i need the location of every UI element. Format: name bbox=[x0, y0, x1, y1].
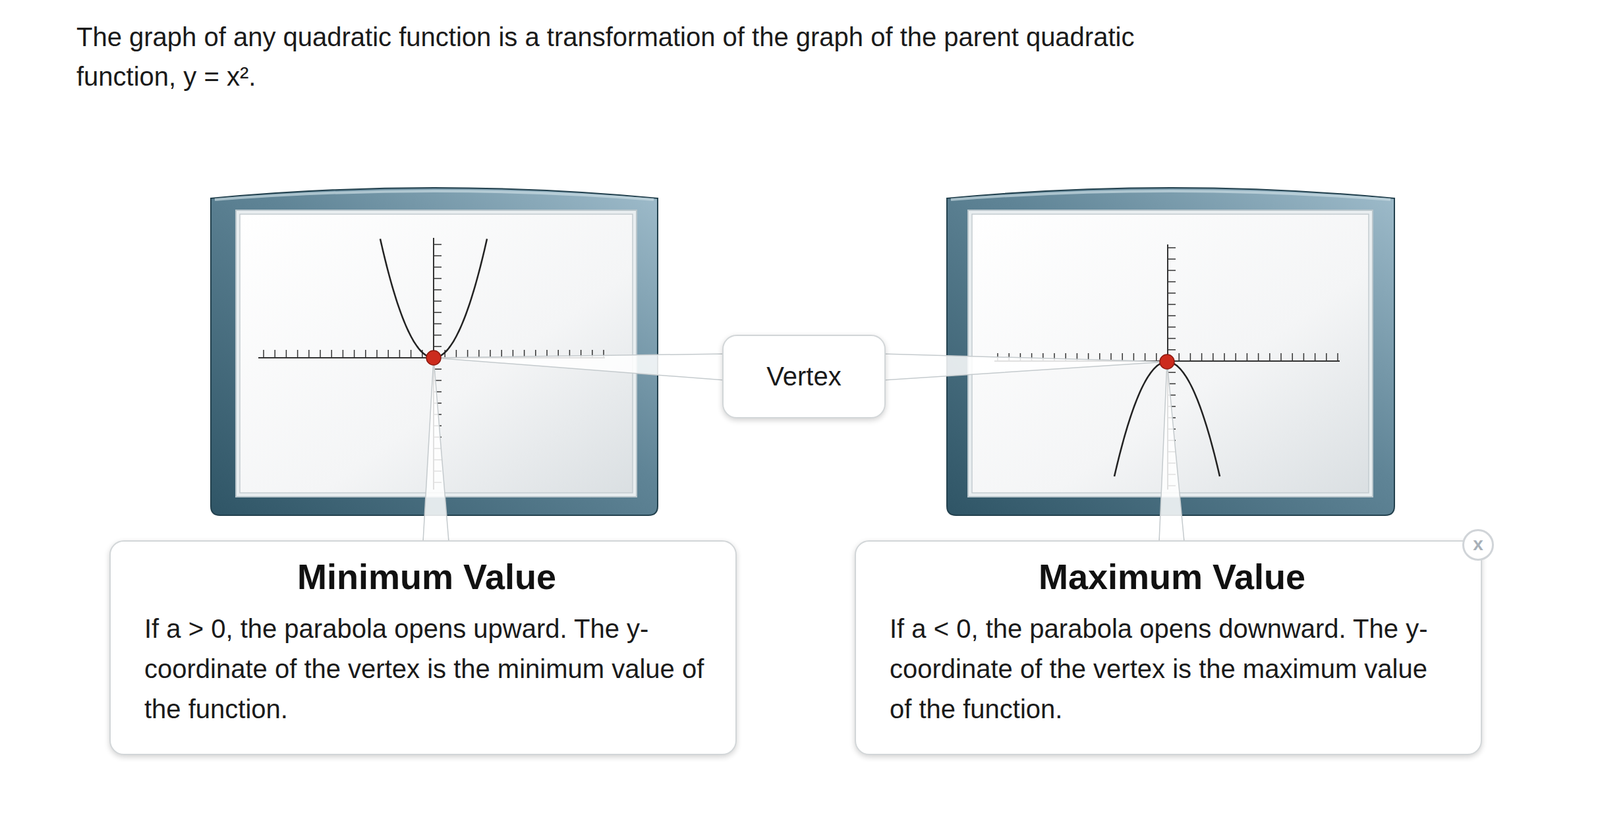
x-tick bbox=[1314, 353, 1316, 362]
x-tick bbox=[467, 349, 469, 358]
y-tick bbox=[1167, 371, 1176, 373]
y-tick bbox=[433, 278, 442, 280]
y-tick bbox=[433, 266, 442, 269]
title: The graph of any quadratic function is a… bbox=[76, 17, 1210, 97]
leader-wedge bbox=[883, 353, 1168, 381]
y-tick bbox=[433, 243, 442, 246]
x-tick bbox=[376, 349, 378, 358]
leader-wedge bbox=[1159, 361, 1185, 542]
callout-box: Vertex bbox=[722, 334, 886, 419]
x-tick bbox=[1246, 353, 1249, 362]
leader-wedge bbox=[433, 353, 725, 381]
x-tick bbox=[387, 349, 389, 358]
x-tick bbox=[478, 349, 480, 358]
box-body: If a < 0, the parabola opens downward. T… bbox=[889, 608, 1455, 730]
x-tick bbox=[1178, 353, 1180, 362]
x-tick bbox=[1280, 353, 1282, 362]
x-tick bbox=[1201, 353, 1203, 362]
y-tick bbox=[1167, 303, 1176, 306]
x-tick bbox=[456, 349, 458, 358]
x-tick bbox=[1257, 353, 1260, 362]
x-tick bbox=[1212, 353, 1214, 362]
x-tick bbox=[330, 349, 333, 358]
x-tick bbox=[1133, 353, 1135, 362]
y-tick bbox=[433, 255, 442, 257]
y-tick bbox=[1167, 247, 1176, 249]
y-tick bbox=[433, 334, 442, 337]
x-tick bbox=[1291, 353, 1293, 362]
y-tick bbox=[1167, 270, 1176, 272]
y-tick bbox=[433, 300, 442, 302]
close-button: x bbox=[1462, 529, 1494, 561]
leader-wedge bbox=[423, 357, 449, 542]
y-tick bbox=[433, 311, 442, 314]
parabola bbox=[380, 239, 487, 358]
info-box: Minimum Value If a > 0, the parabola open… bbox=[109, 540, 737, 756]
x-tick bbox=[1190, 353, 1192, 362]
vertex-dot bbox=[426, 350, 441, 366]
x-tick bbox=[1303, 353, 1305, 362]
x-tick bbox=[410, 349, 412, 358]
y-tick bbox=[1167, 314, 1176, 317]
y-tick bbox=[1167, 258, 1176, 260]
x-tick bbox=[308, 349, 310, 358]
x-tick bbox=[1234, 353, 1237, 362]
x-tick bbox=[1269, 353, 1271, 362]
x-tick bbox=[1144, 353, 1146, 362]
x-tick bbox=[399, 349, 401, 358]
x-tick bbox=[1155, 353, 1158, 362]
y-tick bbox=[1167, 292, 1176, 294]
x-tick bbox=[1325, 353, 1328, 362]
box-body: If a > 0, the parabola opens upward. The… bbox=[144, 608, 710, 730]
y-tick bbox=[433, 345, 442, 348]
x-tick bbox=[262, 349, 265, 358]
y-tick bbox=[1167, 326, 1176, 329]
y-tick bbox=[1167, 349, 1176, 351]
x-tick bbox=[342, 349, 344, 358]
x-tick bbox=[1337, 353, 1339, 362]
y-tick bbox=[1167, 338, 1176, 340]
x-tick bbox=[319, 349, 321, 358]
x-tick bbox=[365, 349, 367, 358]
box-heading: Maximum Value bbox=[889, 556, 1455, 598]
x-tick bbox=[274, 349, 276, 358]
callout-label: Vertex bbox=[766, 361, 841, 392]
x-tick bbox=[1223, 353, 1226, 362]
frame-highlight bbox=[950, 191, 1391, 200]
vertex-dot bbox=[1159, 354, 1175, 370]
box-heading: Minimum Value bbox=[144, 556, 710, 598]
x-tick bbox=[297, 349, 299, 358]
y-tick bbox=[433, 289, 442, 291]
info-box: Maximum Value If a < 0, the parabola open… bbox=[854, 540, 1483, 756]
x-tick bbox=[1121, 353, 1123, 362]
y-tick bbox=[1167, 281, 1176, 283]
frame-highlight bbox=[214, 191, 654, 200]
y-tick bbox=[433, 323, 442, 325]
x-tick bbox=[353, 349, 356, 358]
x-tick bbox=[285, 349, 288, 358]
